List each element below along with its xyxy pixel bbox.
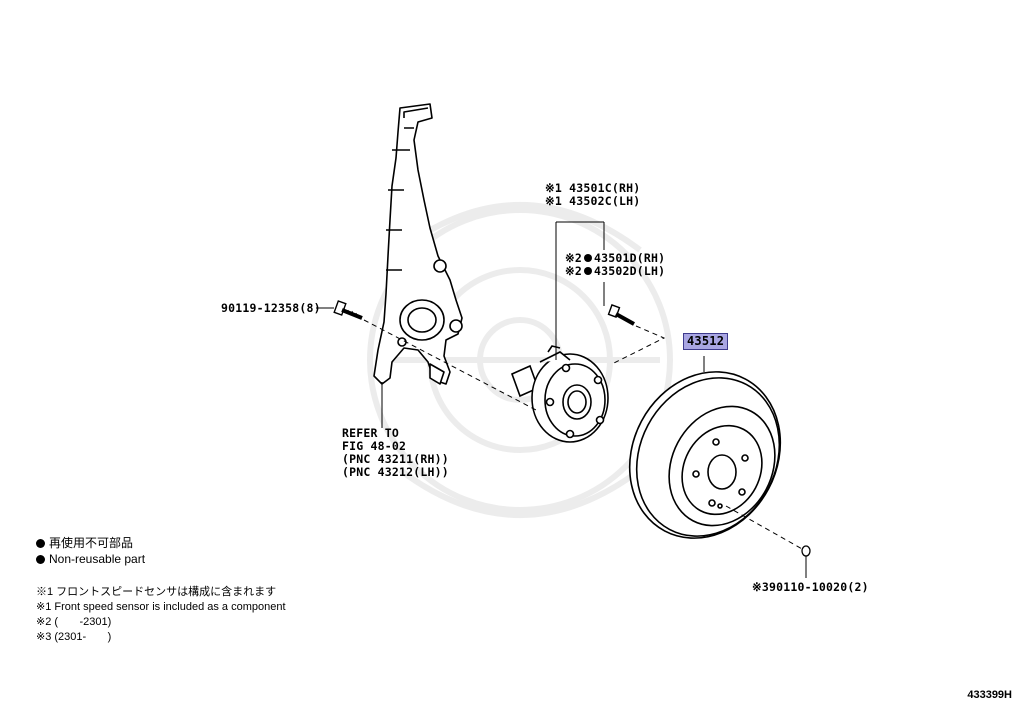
callout-bolt[interactable]: 90119-12358(8)	[221, 301, 321, 315]
callout-hub-bolt-lh[interactable]: ※2 43502D(LH)	[565, 265, 665, 278]
callout-refer-line-4[interactable]: (PNC 43212(LH))	[342, 465, 449, 479]
bolt-90119-drawing	[333, 300, 363, 320]
steering-knuckle-drawing	[373, 103, 463, 385]
callout-hub-rh[interactable]: ※1 43501C(RH)	[545, 181, 641, 195]
non-reusable-dot-icon	[583, 254, 592, 262]
note-1-en: ※1 Front speed sensor is included as a c…	[36, 601, 286, 613]
legend-text: 再使用不可部品	[49, 536, 134, 550]
note-1-jp: ※1 フロントスピードセンサは構成に含まれます	[36, 586, 277, 598]
non-reusable-dot-icon	[583, 267, 592, 275]
note-2: ※2 ( -2301)	[36, 616, 112, 628]
rotor-screw-drawing	[801, 545, 811, 557]
part-number: 43502D(LH)	[593, 264, 666, 278]
legend-row-jp: 再使用不可部品	[36, 536, 133, 550]
assembly-dashed-lines	[363, 319, 805, 551]
non-reusable-dot-icon	[36, 555, 45, 564]
callout-refer-line-2[interactable]: FIG 48-02	[342, 439, 407, 453]
diagram-id: 433399H	[967, 689, 1012, 701]
callout-rotor-screw[interactable]: ※390110-10020(2)	[752, 580, 869, 594]
callout-refer-line-1[interactable]: REFER TO	[342, 426, 399, 440]
legend-row-en: Non-reusable part	[36, 552, 145, 566]
leader-lines	[316, 221, 807, 578]
callout-hub-bolt-rh[interactable]: ※2 43501D(RH)	[565, 252, 665, 265]
callout-refer-line-3[interactable]: (PNC 43211(RH))	[342, 452, 449, 466]
hub-bearing-drawing	[510, 345, 609, 443]
note-3: ※3 (2301- )	[36, 631, 112, 643]
part-number: 43501D(RH)	[593, 251, 666, 265]
disc-rotor-drawing	[628, 371, 782, 539]
legend-text: Non-reusable part	[49, 552, 146, 566]
callout-hub-lh[interactable]: ※1 43502C(LH)	[545, 194, 641, 208]
callout-disc-highlighted[interactable]: 43512	[683, 333, 729, 350]
non-reusable-dot-icon	[36, 539, 45, 548]
hub-bolt-drawing	[607, 304, 635, 326]
note-mark: ※2	[565, 264, 582, 278]
note-mark: ※2	[565, 251, 582, 265]
